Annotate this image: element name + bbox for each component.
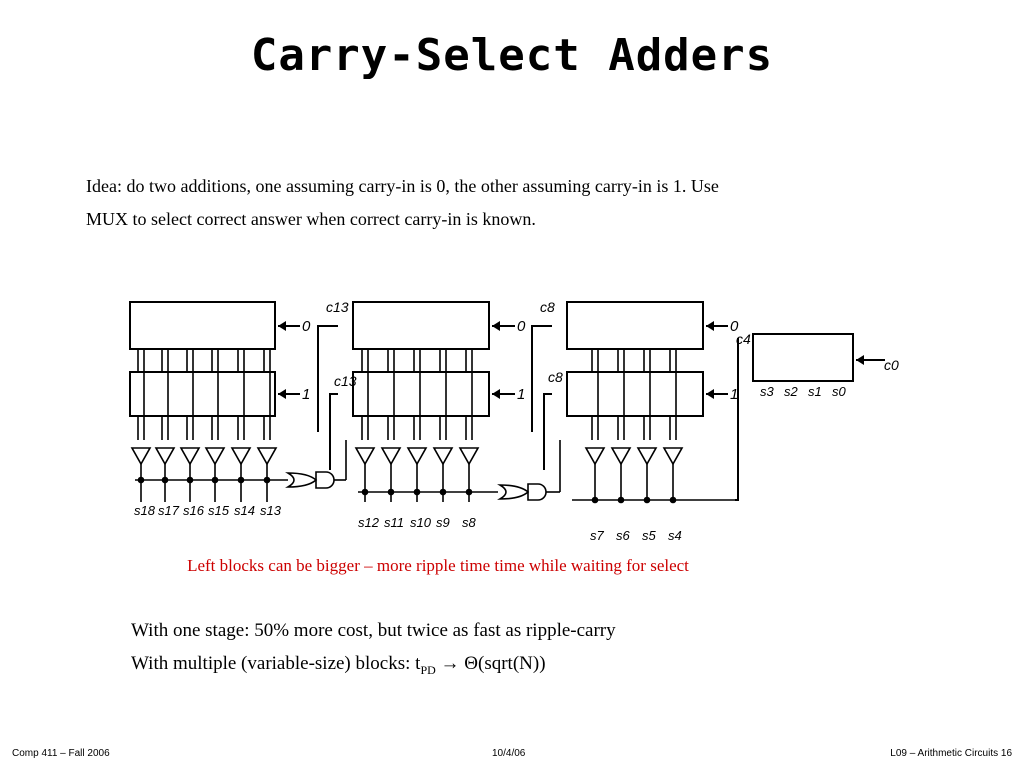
footer-center: 10/4/06 bbox=[492, 748, 526, 759]
mux-part bbox=[584, 447, 606, 466]
bullet-2-suffix: → Θ(sqrt(N)) bbox=[435, 653, 546, 674]
input-label-right-0: 0 bbox=[730, 318, 739, 335]
footer-left: Comp 411 – Fall 2006 bbox=[12, 748, 110, 759]
adder-block-right-0 bbox=[566, 301, 704, 350]
sum-label-middle: s8 bbox=[462, 515, 477, 530]
footer-right: L09 – Arithmetic Circuits 16 bbox=[890, 748, 1012, 759]
sum-label-middle: s9 bbox=[436, 515, 450, 530]
mux-part bbox=[130, 447, 152, 466]
bullet-2-sub: PD bbox=[420, 662, 436, 677]
sum-label-left: s15 bbox=[208, 503, 230, 518]
bullet-2-prefix: With multiple (variable-size) blocks: t bbox=[131, 653, 421, 674]
bullet-list: With one stage: 50% more cost, but twice… bbox=[131, 614, 616, 687]
mux-part bbox=[230, 447, 252, 466]
bullet-1: With one stage: 50% more cost, but twice… bbox=[131, 620, 616, 641]
carry-label-c0: c0 bbox=[884, 357, 899, 373]
sum-label-first: s2 bbox=[784, 384, 799, 399]
mux-part bbox=[636, 447, 658, 466]
sum-label-left: s17 bbox=[158, 503, 180, 518]
input-label-right-1: 1 bbox=[730, 386, 738, 403]
sum-label-left: s18 bbox=[134, 503, 156, 518]
mux-part bbox=[406, 447, 428, 466]
adder-block-first bbox=[752, 333, 854, 382]
sum-label-left: s13 bbox=[260, 503, 282, 518]
mux-part bbox=[610, 447, 632, 466]
carry-label-c8-mid: c8 bbox=[548, 369, 563, 385]
sum-label-first: s3 bbox=[760, 384, 775, 399]
carry-label-c4: c4 bbox=[736, 331, 751, 347]
mux-part bbox=[432, 447, 454, 466]
sum-label-left: s14 bbox=[234, 503, 255, 518]
sum-label-right: s5 bbox=[642, 528, 657, 543]
input-label-left-0: 0 bbox=[302, 318, 311, 335]
mux-part bbox=[662, 447, 684, 466]
sum-label-middle: s11 bbox=[384, 515, 404, 530]
sum-label-middle: s12 bbox=[358, 515, 380, 530]
mux-part bbox=[204, 447, 226, 466]
mux-part bbox=[380, 447, 402, 466]
sum-label-first: s0 bbox=[832, 384, 847, 399]
input-label-left-1: 1 bbox=[302, 386, 310, 403]
caption: Left blocks can be bigger – more ripple … bbox=[187, 556, 689, 575]
adder-block-mid-0 bbox=[352, 301, 490, 350]
carry-label-c8-top: c8 bbox=[540, 299, 555, 315]
mux-part bbox=[458, 447, 480, 466]
slide-title: Carry-Select Adders bbox=[250, 30, 774, 81]
adder-block-right-1 bbox=[566, 371, 704, 417]
sum-label-left: s16 bbox=[183, 503, 205, 518]
sum-label-middle: s10 bbox=[410, 515, 432, 530]
idea-text: Idea: do two additions, one assuming car… bbox=[86, 170, 946, 236]
adder-block-left-1 bbox=[129, 371, 276, 417]
mux-part bbox=[256, 447, 278, 466]
mux-part bbox=[354, 447, 376, 466]
carry-label-c13-mid: c13 bbox=[334, 373, 357, 389]
carry-label-c13-top: c13 bbox=[326, 299, 349, 315]
mux-part bbox=[154, 447, 176, 466]
mux-part bbox=[179, 447, 201, 466]
input-label-mid-1: 1 bbox=[517, 386, 525, 403]
adder-block-mid-1 bbox=[352, 371, 490, 417]
sum-label-first: s1 bbox=[808, 384, 822, 399]
sum-label-right: s7 bbox=[590, 528, 605, 543]
input-label-mid-0: 0 bbox=[517, 318, 526, 335]
sum-label-right: s4 bbox=[668, 528, 682, 543]
sum-label-right: s6 bbox=[616, 528, 631, 543]
bullet-2: With multiple (variable-size) blocks: tP… bbox=[131, 647, 616, 687]
adder-block-left-0 bbox=[129, 301, 276, 350]
idea-line-1: Idea: do two additions, one assuming car… bbox=[86, 176, 719, 196]
idea-line-2: MUX to select correct answer when correc… bbox=[86, 209, 536, 229]
